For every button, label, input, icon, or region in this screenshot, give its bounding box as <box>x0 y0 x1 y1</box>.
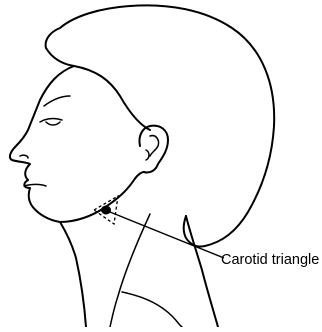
ear-inner <box>146 136 159 160</box>
face-profile <box>10 66 104 222</box>
eyebrow <box>44 96 70 106</box>
neck-muscle-line <box>110 214 150 327</box>
ear <box>139 126 168 173</box>
hairline <box>46 48 150 130</box>
eye <box>40 119 62 126</box>
shoulder-line <box>122 292 182 327</box>
carotid-pulse-point <box>101 206 111 215</box>
mouth <box>24 185 46 187</box>
neck-front <box>60 222 86 327</box>
nostril <box>20 155 28 158</box>
carotid-triangle-label: Carotid triangle <box>221 252 319 268</box>
jaw-line <box>104 172 144 208</box>
back-of-neck <box>186 216 218 327</box>
leader-line <box>110 212 224 258</box>
